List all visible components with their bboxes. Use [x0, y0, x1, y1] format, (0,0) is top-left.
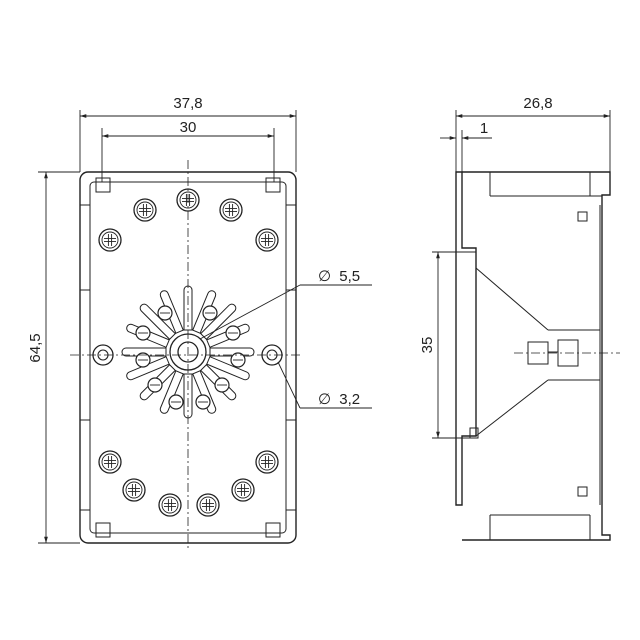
socket-contact — [214, 377, 230, 393]
socket-slot — [183, 373, 193, 419]
socket-slot — [139, 303, 176, 340]
socket-contact — [147, 377, 163, 393]
pin-spacing-label: 30 — [180, 119, 197, 136]
terminal-screw — [133, 198, 157, 222]
dimension-rail-height: 35 — [419, 251, 476, 439]
socket-contact — [202, 305, 218, 321]
socket-contact — [135, 325, 151, 341]
socket-slot — [121, 347, 167, 357]
side-body-details — [462, 172, 602, 540]
rail-offset-label: 1 — [480, 120, 488, 137]
dimension-overall-depth: 26,8 — [455, 95, 611, 172]
side-view: 26,8 1 35 — [419, 95, 620, 541]
center-hole-value: 5,5 — [339, 268, 360, 285]
diameter-symbol: ∅ — [318, 391, 331, 408]
socket-slot — [209, 347, 255, 357]
mount-hole-value: 3,2 — [339, 391, 360, 408]
socket-slot — [159, 370, 184, 414]
overall-depth-label: 26,8 — [523, 95, 552, 112]
terminal-screw — [219, 198, 243, 222]
socket-slot — [200, 303, 237, 340]
terminal-screw — [255, 450, 279, 474]
socket-contact — [225, 325, 241, 341]
side-body-outline — [462, 171, 611, 541]
mount-hole-label: ∅ 3,2 — [318, 391, 360, 408]
diameter-symbol: ∅ — [318, 268, 331, 285]
dimension-pin-spacing: 30 — [101, 119, 275, 182]
terminal-screw — [196, 493, 220, 517]
overall-height-label: 64,5 — [27, 333, 44, 362]
terminal-screw — [231, 478, 255, 502]
mounting-holes — [92, 344, 283, 366]
socket-contact — [195, 394, 211, 410]
dimension-overall-height: 64,5 — [27, 171, 80, 544]
dimension-rail-offset: 1 — [440, 120, 492, 172]
leader-mount-hole: ∅ 3,2 — [277, 361, 372, 409]
rail-height-label: 35 — [419, 337, 436, 354]
socket-slot — [206, 356, 250, 381]
terminal-screw — [122, 478, 146, 502]
leader-center-hole: ∅ 5,5 — [199, 268, 372, 340]
overall-width-label: 37,8 — [173, 95, 202, 112]
socket-slot — [126, 356, 170, 381]
terminal-screw — [98, 450, 122, 474]
front-view: 37,8 30 64,5 ∅ 5,5 — [27, 95, 372, 548]
dimension-overall-width: 37,8 — [79, 95, 297, 172]
terminal-screw — [158, 493, 182, 517]
socket-contact — [157, 305, 173, 321]
rail-clip — [455, 171, 477, 506]
terminal-screw — [255, 228, 279, 252]
socket-contact — [168, 394, 184, 410]
center-hole-label: ∅ 5,5 — [318, 268, 360, 285]
terminal-screw — [98, 228, 122, 252]
